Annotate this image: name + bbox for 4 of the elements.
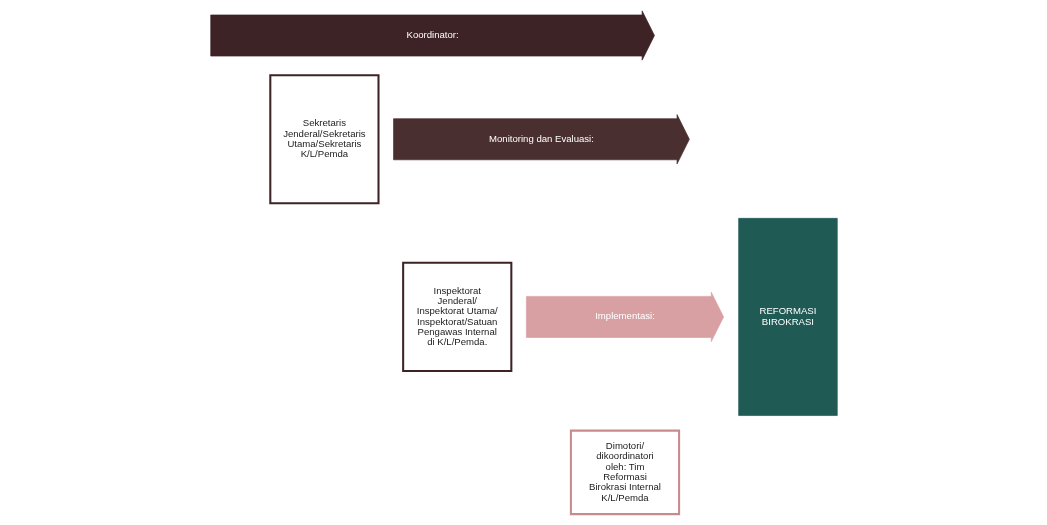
- node-box: Sekretaris Jenderal/Sekretaris Utama/Sekretaris K/L/Pemda: [268, 74, 380, 205]
- node-box: Inspektorat Jenderal/ Inspektorat Utama/Inspektorat/Satuan Pengawas Internal di K/L/Pemda.: [401, 261, 512, 373]
- node-box: REFORMASI BIROKRASI: [737, 218, 838, 416]
- node-box: Dimotori/ dikoordinatori oleh: Tim Reformasi Birokrasi Internal K/L/Pemda: [569, 429, 680, 516]
